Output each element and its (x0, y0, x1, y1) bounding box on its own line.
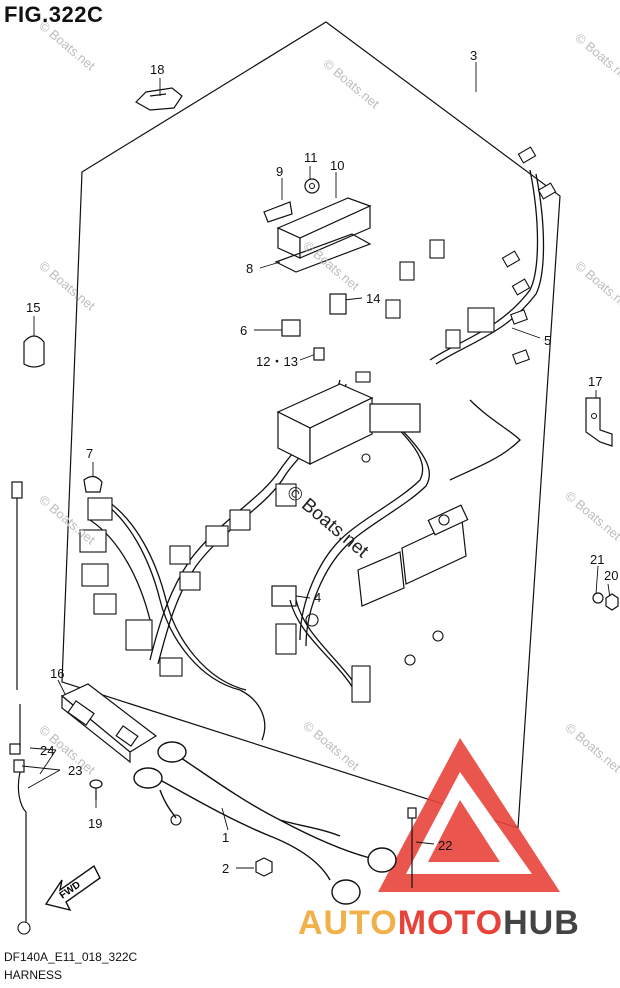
module-part-10 (276, 197, 372, 259)
nut-part-2 (255, 857, 273, 877)
side-wires (9, 481, 27, 922)
callout-7: 7 (86, 446, 93, 461)
callout-14: 14 (366, 291, 380, 306)
brand-logo-part-moto: MOTO (397, 904, 504, 942)
gasket-part-8 (274, 233, 372, 273)
nut-part-20 (605, 593, 619, 611)
connector-cluster (355, 146, 557, 383)
brand-logo-part-auto: AUTO (298, 904, 398, 942)
screw-part-19 (89, 779, 103, 800)
callout-23: 23 (68, 763, 82, 778)
clip-part-18 (135, 87, 183, 111)
model-code: DF140A_E11_018_322C (4, 950, 138, 964)
callout-22: 22 (438, 838, 452, 853)
bracket-part-9 (263, 201, 293, 223)
cap-part-15 (23, 335, 45, 368)
callout-2: 2 (222, 861, 229, 876)
callout-24: 24 (40, 743, 54, 758)
callout-3: 3 (470, 48, 477, 63)
brand-logo-part-hub: HUB (503, 904, 580, 942)
section-name: HARNESS (4, 968, 63, 982)
washer-part-21 (592, 592, 604, 604)
panel-part-16 (60, 683, 158, 764)
ring-terminals (17, 453, 450, 935)
callout-9: 9 (276, 164, 283, 179)
callout-12-13: 12・13 (256, 354, 298, 369)
brand-triangle-logo (378, 738, 560, 892)
callout-5: 5 (544, 333, 551, 348)
relay-part-6 (281, 319, 301, 337)
callout-8: 8 (246, 261, 253, 276)
assembly-frame (61, 21, 561, 829)
fuse-box-assembly (276, 383, 421, 465)
callout-16: 16 (50, 666, 64, 681)
bracket-hole (591, 413, 597, 419)
ecm-connectors (357, 504, 469, 607)
terminal-part-7 (83, 475, 103, 493)
callout-10: 10 (330, 158, 344, 173)
callout-19: 19 (88, 816, 102, 831)
left-connectors (79, 483, 371, 703)
fuse-part-14 (329, 293, 347, 315)
callout-6: 6 (240, 323, 247, 338)
callout-17: 17 (588, 374, 602, 389)
callout-15: 15 (26, 300, 40, 315)
callout-labels: 1 2 3 4 5 6 7 8 9 10 11 12・13 14 15 16 1… (26, 48, 618, 876)
callout-1: 1 (222, 830, 229, 845)
callout-21: 21 (590, 552, 604, 567)
callout-18: 18 (150, 62, 164, 77)
bracket-part-17 (585, 397, 613, 447)
fwd-arrow: FWD (44, 864, 101, 912)
callout-11: 11 (304, 150, 318, 165)
cable-tie-part-22 (407, 807, 417, 888)
figure-title: FIG.322C (4, 2, 104, 27)
grommet-part-11 (304, 178, 320, 194)
battery-cable-part-1 (133, 741, 397, 905)
brand-logo: AUTOMOTOHUB (298, 904, 580, 943)
grommet-hole (309, 183, 315, 189)
leader-lines (21, 62, 611, 869)
fuse-part-12-13 (313, 347, 325, 361)
connector-part-4 (271, 585, 297, 607)
callout-20: 20 (604, 568, 618, 583)
callout-4: 4 (314, 590, 321, 605)
